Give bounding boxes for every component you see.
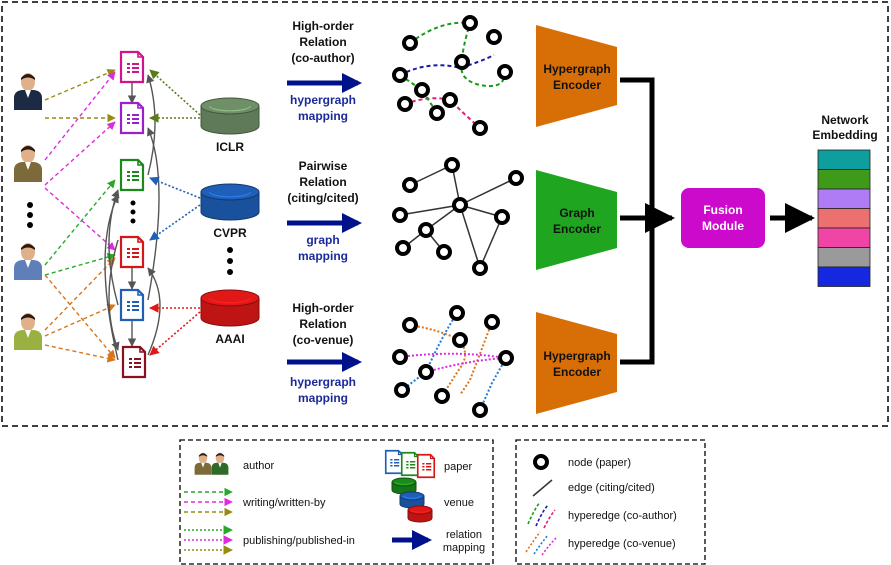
mapping-label: mapping	[298, 391, 348, 405]
relation-label: Relation	[299, 175, 346, 189]
legend-writing-label: writing/written-by	[242, 497, 326, 509]
legend-hyperedge-author-label: hyperedge (co-author)	[568, 510, 677, 522]
legend-hyperedge-venue-icon	[525, 531, 557, 556]
venue-cylinder-icon	[407, 505, 433, 523]
embedding-cell	[817, 266, 871, 287]
citation-graph	[392, 157, 524, 276]
venue-cylinder	[200, 289, 260, 327]
encoder-label: Hypergraph	[543, 62, 610, 76]
legend-hyperedge-author-icon	[527, 501, 556, 529]
embedding-cell	[817, 169, 871, 190]
relation-mapping-arrows	[287, 73, 362, 372]
relation-label: Relation	[299, 35, 346, 49]
covenue-hypergraph	[392, 305, 514, 418]
author-icon	[14, 243, 42, 280]
relation-label: (co-author)	[291, 51, 354, 65]
encoder-label: Encoder	[553, 365, 601, 379]
legend-relation-label: mapping	[443, 542, 485, 554]
legend-edge-label: edge (citing/cited)	[568, 482, 655, 494]
flow-arrows	[620, 77, 815, 365]
fusion-label: Fusion	[703, 203, 742, 217]
embedding-cell	[817, 208, 871, 229]
fusion-module: Fusion Module	[681, 188, 765, 248]
legend-venue-icon	[391, 477, 433, 523]
encoder-label: Encoder	[553, 78, 601, 92]
legend-box-left	[179, 439, 494, 565]
embedding-cell	[817, 227, 871, 248]
paper-icon	[119, 235, 145, 269]
encoder-label: Graph	[559, 206, 594, 220]
venue-cylinder	[200, 97, 260, 135]
writing-edges	[44, 69, 116, 363]
legend-relation-label: relation	[446, 529, 482, 541]
paper-icon	[119, 158, 145, 192]
venue-cylinder-icon	[391, 477, 417, 495]
venue-label: CVPR	[213, 226, 247, 240]
mapping-label: graph	[306, 233, 339, 247]
embedding-title: Network	[821, 113, 869, 127]
venue-ellipsis	[227, 247, 233, 275]
main-frame	[1, 1, 889, 427]
legend-publishing-label: publishing/published-in	[243, 535, 355, 547]
mapping-label: mapping	[298, 109, 348, 123]
relation-label: High-order	[292, 19, 354, 33]
legend-venue-label: venue	[444, 497, 474, 509]
author-icon	[14, 145, 42, 182]
relation-label: High-order	[292, 301, 354, 315]
legend-paper-label: paper	[444, 461, 472, 473]
encoder-label: Encoder	[553, 222, 601, 236]
embedding-cell	[817, 149, 871, 170]
author-icon	[14, 73, 42, 110]
embedding-cell	[817, 188, 871, 209]
fusion-label: Module	[702, 219, 744, 233]
relation-label: Pairwise	[299, 159, 348, 173]
network-embedding	[817, 149, 871, 287]
mapping-label: hypergraph	[290, 93, 356, 107]
mapping-label: mapping	[298, 249, 348, 263]
relation-label: Relation	[299, 317, 346, 331]
venue-cylinder	[200, 183, 260, 221]
embedding-title: Embedding	[812, 128, 877, 142]
author-ellipsis	[27, 202, 33, 228]
venue-label: AAAI	[215, 332, 244, 346]
legend-author-label: author	[243, 460, 275, 472]
legend-paper-icon	[384, 449, 436, 479]
coauthor-hypergraph	[392, 15, 513, 136]
venue-label: ICLR	[216, 140, 244, 154]
paper-icon	[119, 101, 145, 135]
citation-edges	[104, 74, 161, 361]
paper-icon	[121, 345, 147, 379]
paper-icon	[119, 288, 145, 322]
paper-icon	[119, 50, 145, 84]
legend-writing-arrows	[184, 487, 233, 517]
legend-box-right	[515, 439, 706, 565]
legend-publishing-arrows	[184, 525, 233, 555]
author-icon	[14, 313, 42, 350]
legend-author-icon	[194, 452, 229, 475]
relation-label: (co-venue)	[293, 333, 354, 347]
legend-edge-icon	[532, 479, 553, 497]
embedding-cell	[817, 247, 871, 268]
relation-label: (citing/cited)	[287, 191, 358, 205]
encoder-label: Hypergraph	[543, 349, 610, 363]
legend-hyperedge-venue-label: hyperedge (co-venue)	[568, 538, 676, 550]
publishing-edges	[149, 69, 201, 356]
legend-node-label: node (paper)	[568, 457, 631, 469]
paper-ellipsis	[130, 200, 136, 224]
legend-node-icon	[533, 454, 549, 470]
mapping-label: hypergraph	[290, 375, 356, 389]
